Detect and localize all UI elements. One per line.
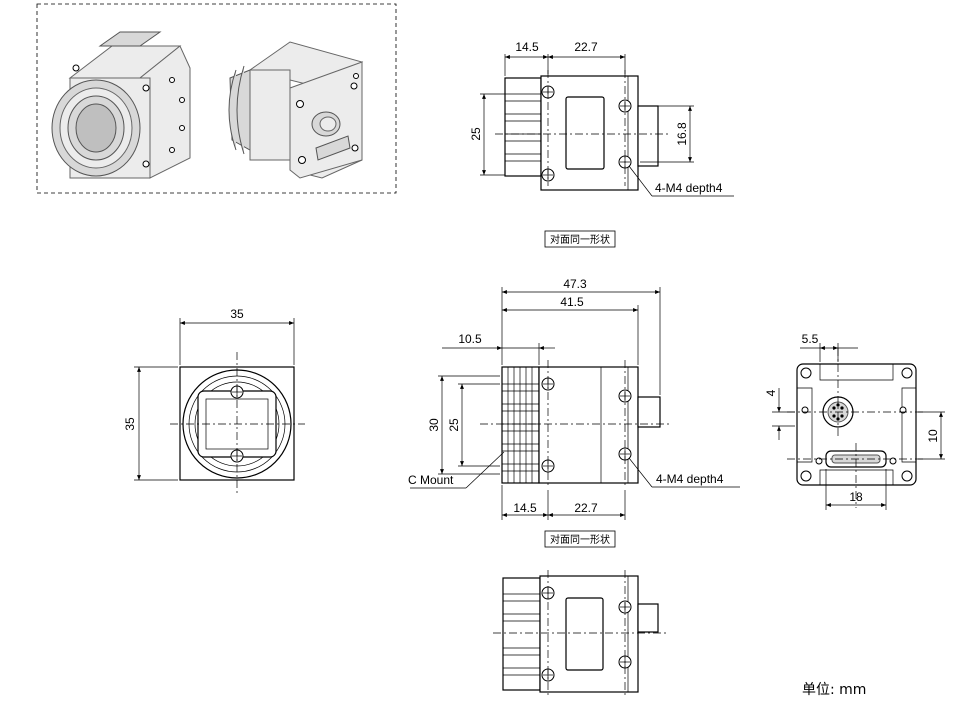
side-view: 47.3 41.5 10.5 30 25 C Mount 4-M4 depth4 [408,277,740,548]
top-thread-note: 4-M4 depth4 [655,181,723,195]
front-view: 35 35 [123,307,305,495]
rear-view: 5.5 4 10 18 [764,332,945,510]
isometric-frame [36,3,397,194]
side-dim-height-outer: 30 [427,418,441,432]
rear-dim-left: 4 [764,389,778,396]
side-mount-label: C Mount [408,473,454,487]
top-view: 14.5 22.7 25 16.8 4-M4 depth4 对面同一形状 [469,40,734,248]
top-dim-left: 14.5 [515,40,539,54]
rear-dim-right: 10 [926,429,940,443]
front-dim-height: 35 [123,417,137,431]
side-dim-right: 22.7 [574,501,598,515]
top-dim-height: 25 [469,127,483,141]
side-caption: 对面同一形状 [550,533,610,546]
side-dim-flange: 10.5 [458,332,482,346]
top-dim-connector: 16.8 [675,122,689,146]
top-caption: 对面同一形状 [550,233,610,246]
bottom-view [493,570,668,698]
side-dim-height-inner: 25 [447,418,461,432]
rear-dim-bottom: 18 [849,490,863,504]
front-dim-width: 35 [230,307,244,321]
isometric-views [36,3,397,194]
side-thread-note: 4-M4 depth4 [656,472,724,486]
rear-dim-top: 5.5 [802,332,819,346]
side-dim-left: 14.5 [513,501,537,515]
side-dim-body: 41.5 [560,295,584,309]
top-dim-right: 22.7 [574,40,598,54]
camera-rear-iso-illustration [228,41,364,179]
side-dim-total: 47.3 [563,277,587,291]
units-label: 单位: mm [802,682,866,698]
camera-front-iso-illustration [51,31,191,179]
